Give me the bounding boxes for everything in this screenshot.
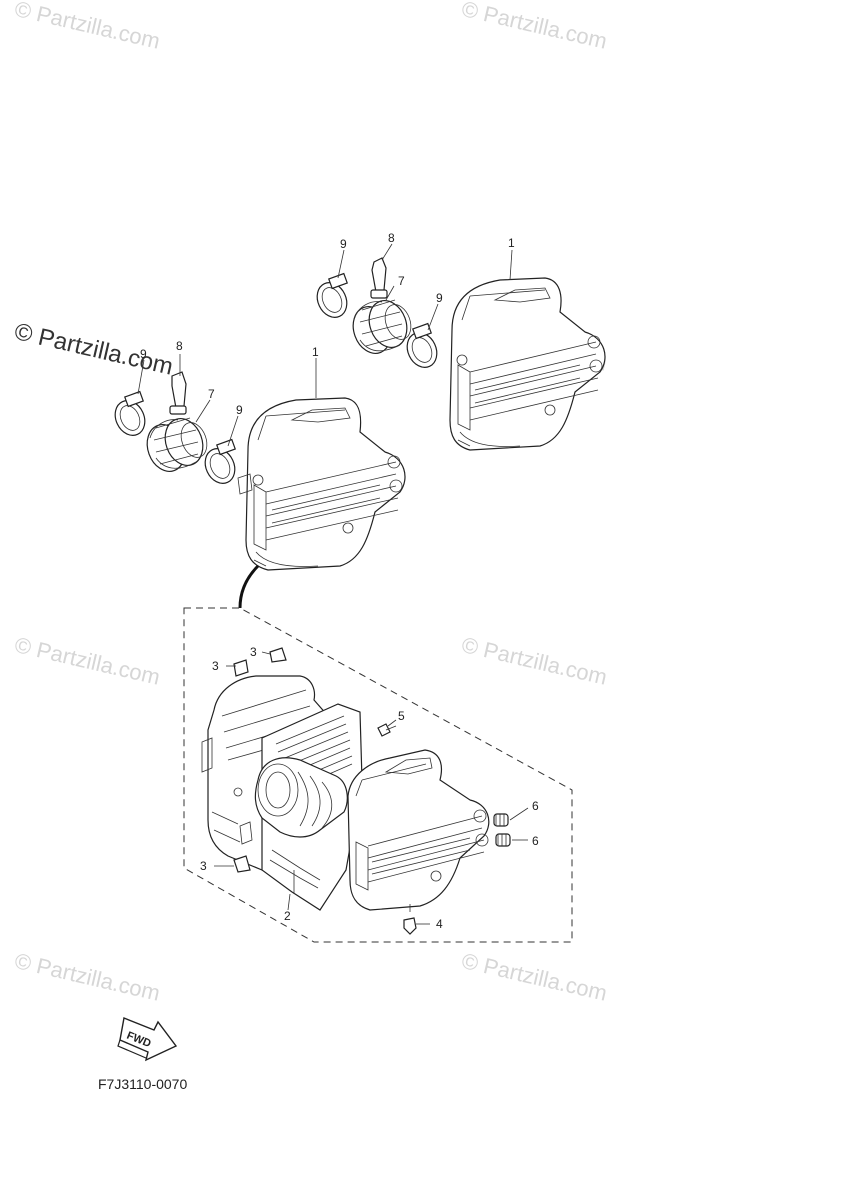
- callout-1: 1: [508, 236, 515, 250]
- callout-9: 9: [140, 347, 147, 361]
- grommets: [493, 813, 511, 847]
- inner-duct: [254, 757, 348, 838]
- callout-2: 2: [284, 909, 291, 923]
- callout-7: 7: [208, 387, 215, 401]
- intake-joint-middle: [146, 417, 208, 472]
- case-body-exploded: [347, 749, 490, 911]
- air-filter-case-upper: [449, 277, 606, 451]
- hose-clamp-upper-right: [406, 322, 438, 368]
- detail-connector: [238, 564, 260, 609]
- breather-fitting-middle: [169, 371, 187, 415]
- figure-code: F7J3110-0070: [98, 1076, 188, 1092]
- callout-6: 6: [532, 799, 539, 813]
- callout-3: 3: [200, 859, 207, 873]
- callout-6: 6: [532, 834, 539, 848]
- fwd-arrow-icon: FWD: [117, 1017, 178, 1062]
- screw: [377, 723, 397, 737]
- callout-9: 9: [236, 403, 243, 417]
- air-filter-case-middle: [237, 397, 406, 571]
- callout-9: 9: [436, 291, 443, 305]
- hose-clamp-middle-right: [204, 438, 236, 484]
- leader-lines: [137, 243, 529, 925]
- hose-clamp-middle-left: [114, 390, 146, 436]
- callout-7: 7: [398, 274, 405, 288]
- breather-fitting-upper: [370, 257, 388, 299]
- callout-8: 8: [176, 339, 183, 353]
- callout-3: 3: [250, 645, 257, 659]
- drain-plug: [403, 904, 417, 935]
- callout-9: 9: [340, 237, 347, 251]
- callout-3: 3: [212, 659, 219, 673]
- hose-clamp-upper-left: [316, 272, 348, 318]
- intake-joint-upper: [352, 299, 412, 354]
- callout-8: 8: [388, 231, 395, 245]
- callout-4: 4: [436, 917, 443, 931]
- callout-5: 5: [398, 709, 405, 723]
- callout-1: 1: [312, 345, 319, 359]
- clips: [233, 647, 287, 873]
